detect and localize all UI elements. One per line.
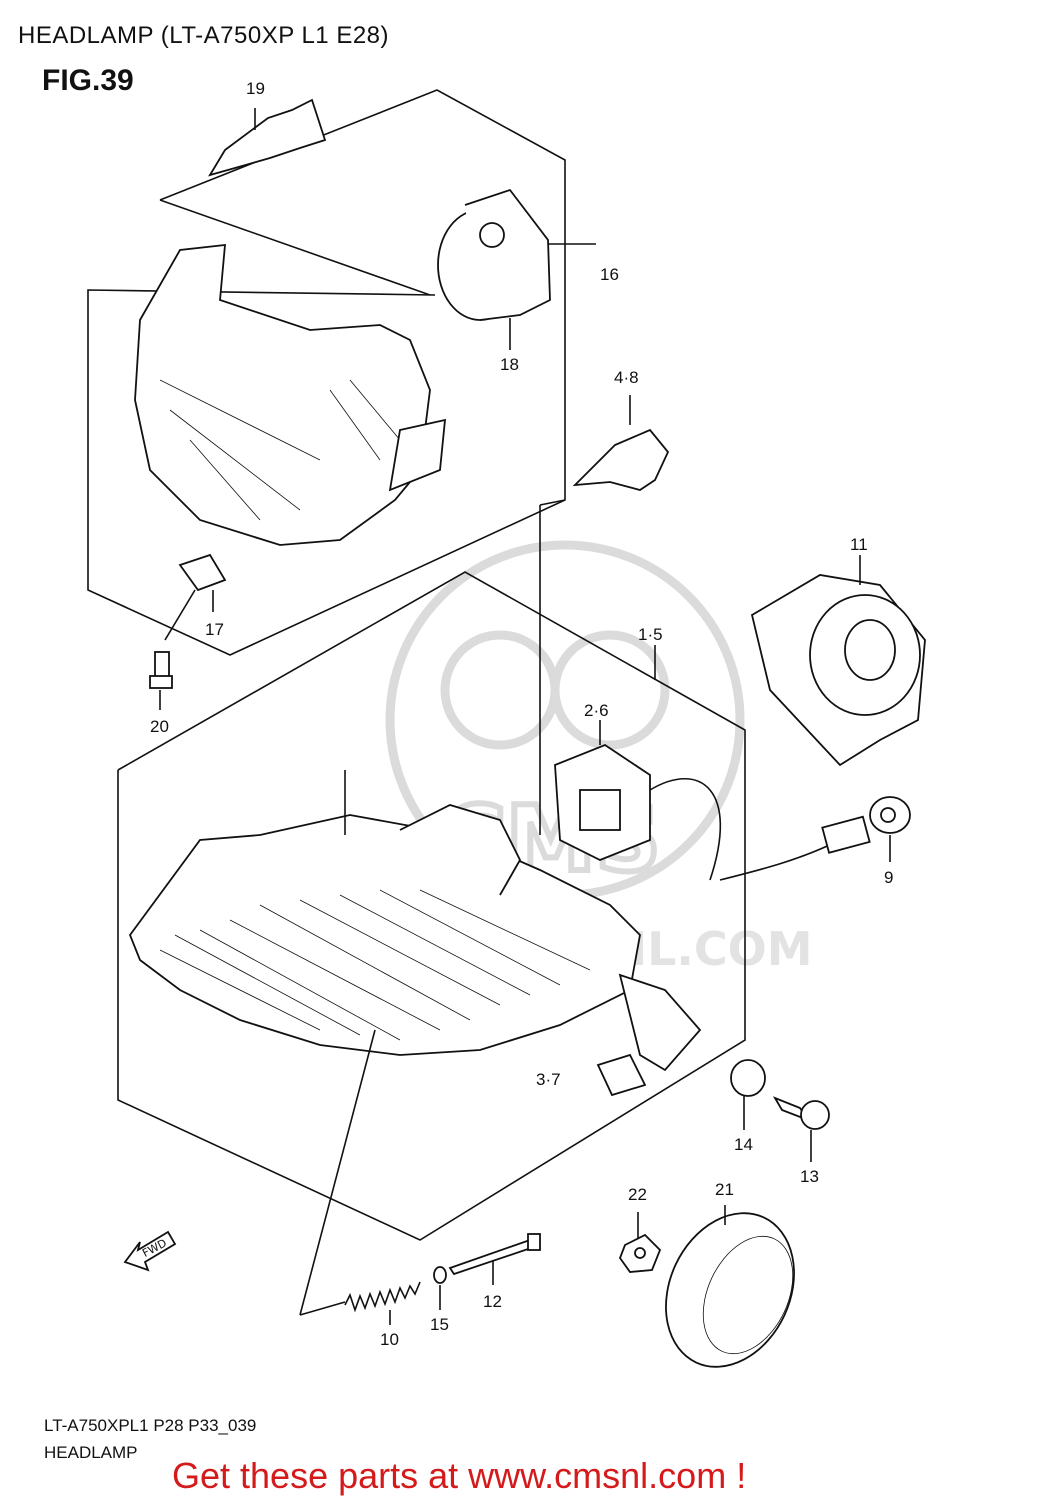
clip-17: [178, 553, 227, 592]
callout-4-8: 4·8: [614, 368, 639, 387]
grommet-9: [869, 796, 911, 834]
callout-3-7: 3·7: [536, 1070, 561, 1089]
callout-20: 20: [150, 717, 169, 736]
callout-15: 15: [430, 1315, 449, 1334]
socket-cover-16: [437, 188, 551, 321]
callout-2-6: 2·6: [584, 701, 609, 720]
diagram-name: HEADLAMP: [44, 1443, 138, 1462]
spring-10: [344, 1281, 421, 1313]
socket-harness-2-6: [554, 743, 871, 881]
lower-assembly-frame: [117, 571, 746, 1241]
callout-11: 11: [850, 535, 868, 554]
bulb-19: [208, 98, 327, 177]
adjusting-screw-12: [448, 1233, 541, 1276]
promo-banner[interactable]: Get these parts at www.cmsnl.com !: [172, 1455, 747, 1496]
forward-direction-arrow: FWD: [123, 1230, 177, 1272]
upper-assembly-frame: [87, 89, 566, 656]
nut-22: [618, 1233, 662, 1273]
callout-10: 10: [380, 1330, 399, 1349]
callout-13: 13: [800, 1167, 819, 1186]
page-title: HEADLAMP (LT-A750XP L1 E28): [18, 22, 390, 49]
main-headlamp-assembly: [128, 770, 702, 1072]
upper-headlamp-housing: [134, 243, 447, 546]
washer-15: [433, 1266, 447, 1284]
callout-1-5: 1·5: [638, 625, 663, 644]
callout-12: 12: [483, 1292, 502, 1311]
reflector-21: [665, 1212, 795, 1368]
screw-20: [149, 651, 173, 689]
callout-17: 17: [205, 620, 224, 639]
retainer-ring-11: [750, 574, 926, 767]
bulb-4-8: [572, 395, 670, 491]
grommet-14: [730, 1059, 766, 1097]
callout-16: 16: [600, 265, 619, 284]
callout-22: 22: [628, 1185, 647, 1204]
callout-21: 21: [715, 1180, 734, 1199]
callout-18: 18: [500, 355, 519, 374]
screw-13: [772, 1096, 830, 1130]
clip-3-7: [596, 1053, 647, 1097]
callout-14: 14: [734, 1135, 753, 1154]
figure-number: FIG.39: [42, 64, 134, 97]
callout-9: 9: [884, 868, 893, 887]
diagram-code: LT-A750XPL1 P28 P33_039: [44, 1416, 257, 1435]
callout-19: 19: [246, 79, 265, 98]
